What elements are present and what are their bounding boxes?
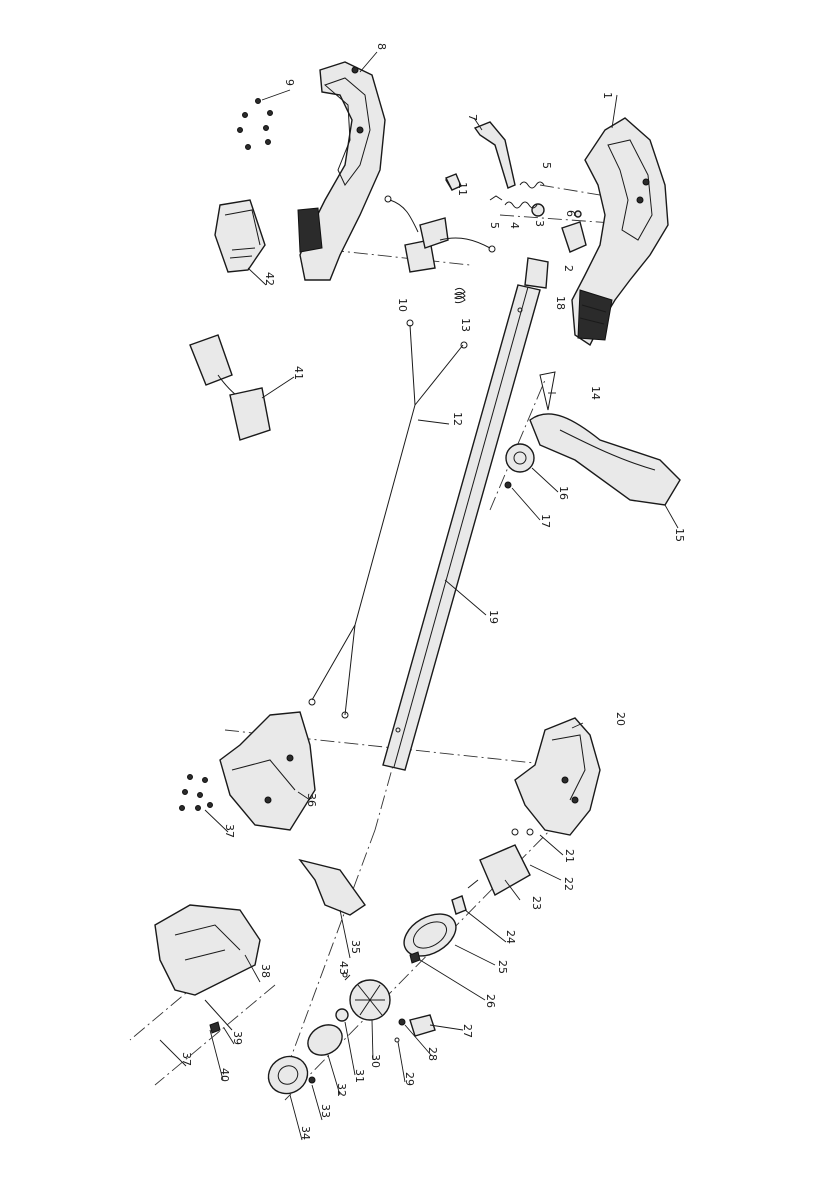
- part-label: 38: [259, 964, 272, 978]
- part-label: 34: [299, 1126, 312, 1140]
- part-label: 30: [369, 1054, 382, 1068]
- wires-12: [309, 320, 467, 718]
- part-label: 4: [508, 222, 521, 229]
- small-parts-39-40: [205, 1000, 232, 1033]
- part-label: 28: [426, 1047, 439, 1061]
- part-label: 37: [223, 824, 236, 838]
- charger-41: [190, 335, 270, 440]
- part-label: 13: [459, 318, 472, 332]
- part-label: 6: [564, 210, 577, 217]
- part-label: 25: [496, 960, 509, 974]
- part-label: 7: [466, 114, 479, 121]
- part-label: 43: [337, 961, 350, 975]
- motor-housing-20: [515, 718, 600, 835]
- part-label: 9: [283, 79, 296, 86]
- screws-37: [180, 775, 213, 811]
- guard-bracket-35: [300, 860, 365, 915]
- fan-30: [350, 980, 390, 1020]
- part-label: 14: [589, 386, 602, 400]
- part-label: 3: [533, 220, 546, 227]
- part-label: 32: [335, 1083, 348, 1097]
- part-label: 19: [487, 610, 500, 624]
- part-label: 17: [539, 514, 552, 528]
- part-label: 36: [305, 793, 318, 807]
- part-label: 24: [504, 930, 517, 944]
- part-label: 39: [231, 1031, 244, 1045]
- guard-38: [155, 905, 260, 995]
- part-label: 5: [540, 162, 553, 169]
- switch-wiring-10: [385, 196, 495, 272]
- motor-housing-half-36: [220, 712, 315, 830]
- screws-9: [238, 99, 273, 150]
- part-label: 27: [461, 1024, 474, 1038]
- part-label: 42: [263, 272, 276, 286]
- handle-housing-left: [298, 62, 385, 280]
- connector-18: [525, 258, 548, 288]
- battery-42: [215, 200, 265, 272]
- part-label: 22: [562, 877, 575, 891]
- fan-housing-25: [397, 905, 463, 964]
- part-label: 16: [557, 486, 570, 500]
- motor-23: [452, 829, 533, 914]
- part-label: 8: [375, 43, 388, 50]
- part-label: 31: [353, 1069, 366, 1083]
- part-label: 41: [292, 366, 305, 380]
- shaft-tube-19: [383, 285, 540, 770]
- part-label: 33: [319, 1104, 332, 1118]
- part-label: 35: [349, 940, 362, 954]
- part-label: 29: [403, 1072, 416, 1086]
- part-label: 26: [484, 994, 497, 1008]
- part-label: 11: [456, 182, 469, 196]
- part-label: 12: [451, 412, 464, 426]
- part-label: 1: [601, 92, 614, 99]
- part-label: 40: [218, 1068, 231, 1082]
- spring-13: [455, 288, 465, 302]
- part-label: 2: [562, 265, 575, 272]
- part-label: 23: [530, 896, 543, 910]
- part-label: 10: [396, 298, 409, 312]
- spool-assembly: [262, 973, 348, 1101]
- part-label: 5: [488, 222, 501, 229]
- part-label: 37: [180, 1052, 193, 1066]
- part-label: 15: [673, 528, 686, 542]
- part-label: 20: [614, 712, 627, 726]
- handle-housing-right: [572, 118, 668, 345]
- part-label: 21: [563, 849, 576, 863]
- part-label: 18: [554, 296, 567, 310]
